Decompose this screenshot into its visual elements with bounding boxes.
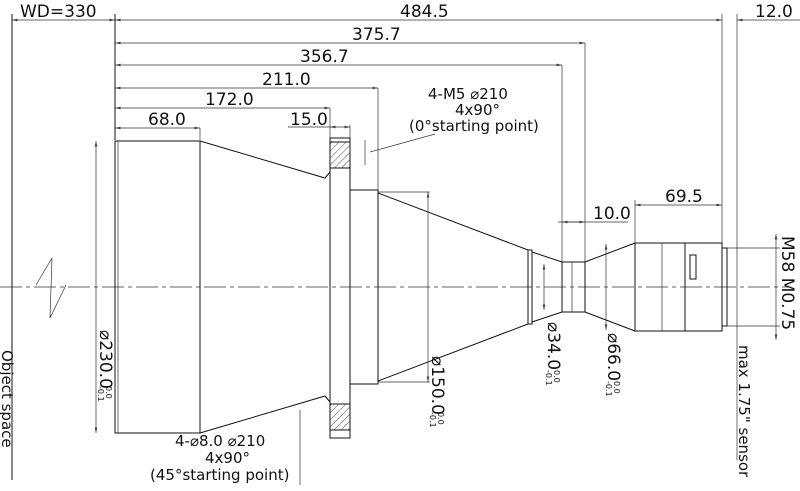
object-space-label: Object space: [0, 350, 16, 448]
top-start-note: (0°starting point): [409, 117, 539, 135]
bottom-holes-note: 4-⌀8.0 ⌀210: [175, 432, 265, 450]
bottom-start-note: (45°starting point): [150, 466, 289, 484]
dim-69: 69.5: [665, 187, 703, 207]
bottom-count-note: 4x90°: [205, 449, 250, 467]
mount-label: M58 M0.75: [777, 236, 797, 330]
sensor-label: max 1.75" sensor: [735, 345, 753, 478]
dim-356: 356.7: [300, 47, 349, 67]
svg-text:-0.1: -0.1: [428, 412, 437, 428]
top-count-note: 4x90°: [455, 101, 500, 119]
svg-text:-0.1: -0.1: [96, 386, 105, 402]
lens-body: [114, 137, 728, 439]
dia-66-label: ⌀66.0 0.0 -0.1: [603, 333, 623, 397]
svg-text:-0.1: -0.1: [544, 370, 553, 386]
svg-text:⌀150.0: ⌀150.0: [427, 356, 447, 415]
dim-15: 15.0: [290, 110, 328, 130]
break-symbol: [35, 257, 67, 319]
top-holes-note: 4-M5 ⌀210: [428, 85, 508, 103]
svg-text:0.0: 0.0: [104, 386, 113, 399]
svg-text:⌀66.0: ⌀66.0: [603, 333, 623, 381]
dim-68: 68.0: [148, 110, 186, 130]
dim-total: 484.5: [400, 2, 449, 22]
dia-150-label: ⌀150.0 0.0 -0.1: [427, 356, 447, 428]
svg-text:0.0: 0.0: [552, 370, 561, 383]
dim-211: 211.0: [262, 70, 311, 90]
svg-text:0.0: 0.0: [612, 381, 621, 394]
dim-172: 172.0: [205, 90, 254, 110]
svg-text:⌀230.0: ⌀230.0: [95, 330, 115, 389]
svg-text:0.0: 0.0: [436, 412, 445, 425]
dim-10: 10.0: [593, 204, 631, 224]
svg-text:-0.1: -0.1: [604, 381, 613, 397]
dim-375: 375.7: [352, 25, 401, 45]
dia-230-label: ⌀230.0 0.0 -0.1: [95, 330, 115, 402]
svg-text:⌀34.0: ⌀34.0: [543, 322, 563, 370]
dim-back: 12.0: [755, 2, 793, 22]
dia-34-label: ⌀34.0 0.0 -0.1: [543, 322, 563, 386]
wd-label: WD=330: [20, 2, 97, 22]
